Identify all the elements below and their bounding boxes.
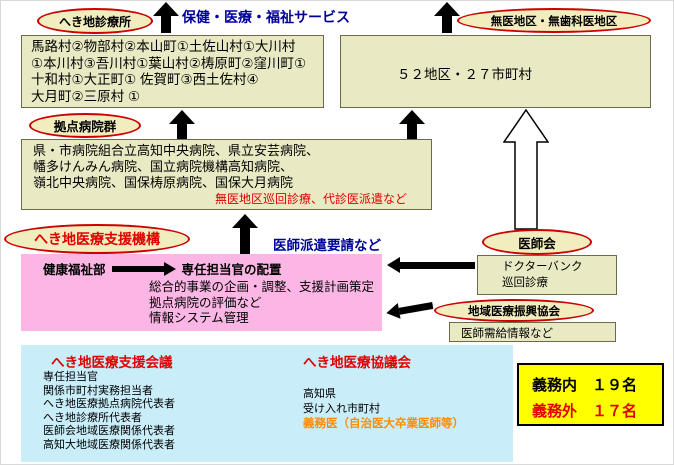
- doctor-supply-box: 医師需給情報など: [449, 322, 616, 342]
- clinics-box: 馬路村②物部村②本山町①土佐山村①大川村 ①本川村③吾川村①葉山村②梼原町②窪川…: [21, 35, 324, 108]
- org-task: 拠点病院の評価など: [149, 295, 262, 310]
- arrow-head: [399, 110, 425, 124]
- services-label: 保健・医療・福祉サービス: [182, 9, 350, 25]
- dispatch-request-label: 医師派遣要請など: [273, 238, 381, 253]
- meeting-member: へき地医療拠点病院代表者: [43, 398, 175, 410]
- arrow-head: [169, 110, 195, 124]
- clinics-line: 馬路村②物部村②本山町①土佐山村①大川村: [31, 39, 296, 54]
- arrow-shaft: [177, 124, 187, 139]
- meeting-member: 関係市町村実務担当者: [43, 384, 153, 397]
- meeting-member: 医師会地域医療関係代表者: [43, 425, 175, 437]
- districts-box: ５２地区・２７市町村: [340, 35, 651, 108]
- arrow-head: [163, 261, 176, 276]
- left-arrow-icon: [387, 257, 475, 273]
- hub-hospitals-ellipse: 拠点病院群: [29, 113, 141, 138]
- duty-inside-count: 義務内 １９名: [532, 377, 638, 394]
- up-arrow-icon: [169, 110, 195, 139]
- up-arrow-icon: [434, 2, 460, 33]
- arrow-head: [384, 302, 401, 321]
- up-arrow-icon: [153, 2, 179, 33]
- welfare-department-box: 健康福祉部 専任担当官の配置 総合的事業の企画・調整、支援計画策定 拠点病院の評…: [21, 254, 382, 331]
- clinics-ellipse: へき地診療所: [37, 8, 153, 34]
- council-members: 高知県 受け入れ市町村 義務医（自治医大卒業医師等）: [303, 387, 464, 432]
- council-member: 受け入れ市町村: [303, 403, 380, 415]
- clinics-line: ①本川村③吾川村①葉山村②梼原町②窪川町①: [31, 55, 307, 71]
- assignment-label: 専任担当官の配置: [181, 263, 282, 277]
- arrow-shaft: [400, 261, 475, 269]
- council-box: へき地医療支援会議 専任担当官 関係市町村実務担当者 へき地医療拠点病院代表者 …: [21, 345, 513, 462]
- big-outline-up-arrow-icon: [503, 109, 549, 230]
- council-highlight: 義務医（自治医大卒業医師等）: [303, 418, 464, 430]
- support-meeting-members: 専任担当官 関係市町村実務担当者 へき地医療拠点病院代表者 へき地診療所代表者 …: [43, 371, 175, 452]
- arrow-head: [153, 2, 179, 16]
- arrow-head: [434, 2, 460, 16]
- arrow-shaft: [398, 301, 434, 315]
- no-doctor-district-label: 無医地区・無歯科医地区: [490, 15, 618, 28]
- org-task-list: 総合的事業の企画・調整、支援計画策定 拠点病院の評価など 情報システム管理: [149, 280, 382, 327]
- no-doctor-district-ellipse: 無医地区・無歯科医地区: [457, 8, 651, 33]
- up-arrow-icon: [232, 214, 258, 254]
- regional-promotion-ellipse: 地域医療振興協会: [434, 299, 594, 322]
- left-arrow-icon: [384, 298, 434, 321]
- arrow-shaft: [240, 228, 250, 254]
- org-task: 総合的事業の企画・調整、支援計画策定: [149, 280, 375, 294]
- support-org-ellipse: へき地医療支援機構: [4, 224, 190, 254]
- districts-label: ５２地区・２７市町村: [397, 67, 532, 82]
- support-meeting-title: へき地医療支援会議: [51, 355, 173, 370]
- arrow-shaft: [161, 16, 171, 33]
- meeting-member: 専任担当官: [43, 371, 98, 383]
- duty-outside-count: 義務外 １７名: [532, 403, 638, 420]
- doctor-supply-label: 医師需給情報など: [461, 328, 553, 340]
- up-arrow-icon: [399, 110, 425, 139]
- org-task: 情報システム管理: [149, 311, 249, 325]
- meeting-member: へき地診療所代表者: [43, 411, 142, 424]
- clinics-line: 大月町②三原村 ①: [31, 88, 140, 104]
- hospital-note: 無医地区巡回診療、代診医派遣など: [215, 192, 408, 206]
- support-org-label: へき地医療支援機構: [34, 231, 160, 247]
- department-row: 健康福祉部 専任担当官の配置: [21, 254, 382, 278]
- arrow-head: [387, 257, 400, 273]
- doctor-bank-line: ドクターバンク: [502, 261, 583, 273]
- arrow-shaft: [407, 124, 417, 139]
- regional-promotion-label: 地域医療振興協会: [468, 305, 560, 318]
- right-arrow-icon: [111, 261, 176, 276]
- hospital-line: 嶺北中央病院、国保梼原病院、国保大月病院: [33, 175, 294, 190]
- arrow-shaft: [442, 16, 452, 33]
- arrow-head: [232, 214, 258, 228]
- medical-association-label: 医師会: [518, 236, 556, 251]
- hub-hospitals-box: 県・市病院組合立高知中央病院、県立安芸病院、 幡多けんみん病院、国立病院機構高知…: [21, 139, 432, 210]
- medical-association-ellipse: 医師会: [482, 229, 592, 255]
- arrow-shaft: [111, 265, 164, 272]
- doctor-bank-box: ドクターバンク 巡回診療: [477, 255, 617, 295]
- hospital-line: 幡多けんみん病院、国立病院機構高知病院、: [33, 159, 294, 174]
- council-member: 高知県: [303, 388, 336, 400]
- council-title: へき地医療協議会: [303, 355, 411, 370]
- clinics-line: 十和村①大正町① 佐賀町③西土佐村④: [31, 72, 259, 87]
- hub-hospitals-label: 拠点病院群: [53, 120, 117, 134]
- doctor-bank-line: 巡回診療: [502, 277, 548, 289]
- duty-count-box: 義務内 １９名 義務外 １７名: [517, 363, 664, 426]
- clinics-ellipse-label: へき地診療所: [58, 14, 131, 29]
- hospital-line: 県・市病院組合立高知中央病院、県立安芸病院、: [33, 143, 320, 158]
- department-label: 健康福祉部: [43, 263, 106, 277]
- meeting-member: 高知大地域医療関係代表者: [43, 438, 175, 451]
